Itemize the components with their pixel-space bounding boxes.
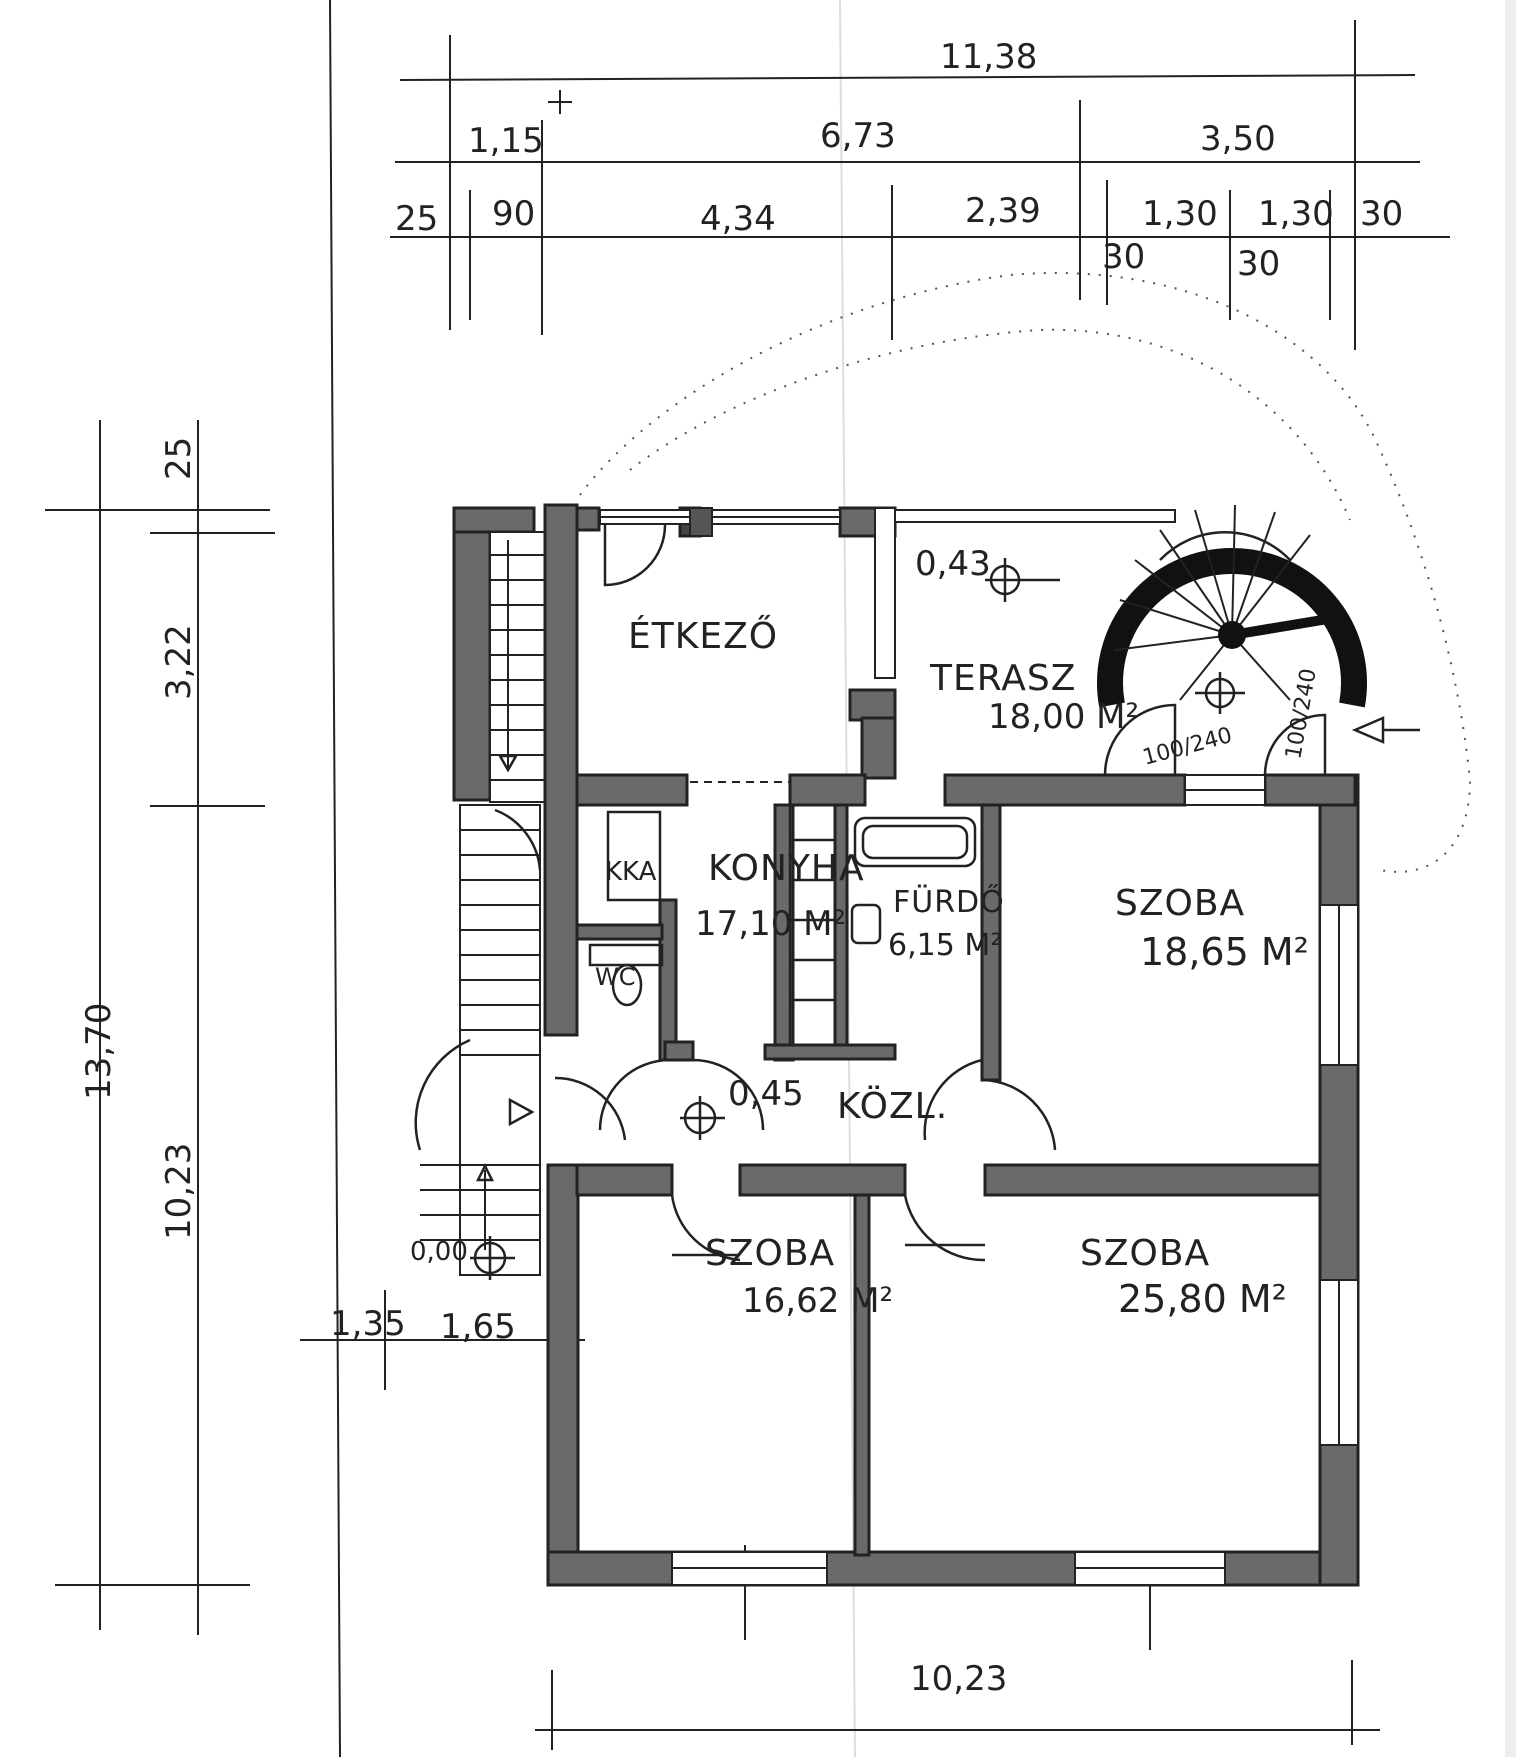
dim-sub-1: 30	[1102, 237, 1145, 277]
level-corridor: 0,45	[728, 1074, 804, 1114]
door-note-2: 100/240	[1281, 667, 1321, 761]
level-entrance: 0,00	[410, 1237, 468, 1267]
windows	[599, 507, 1359, 1586]
dim-seg-3: 4,34	[700, 199, 776, 239]
room-name-sw: SZOBA	[705, 1233, 835, 1274]
room-area-bathroom: 6,15 M²	[888, 928, 1002, 963]
dim-left-2: 3,22	[159, 624, 199, 700]
dim-lower-left-1: 1,35	[330, 1304, 406, 1344]
dim-seg-5: 1,30	[1142, 194, 1218, 234]
entry-arrow-icon	[1351, 716, 1420, 744]
dim-lower-left-2: 1,65	[440, 1307, 516, 1347]
dim-width-1: 1,15	[468, 121, 544, 161]
level-mark-corridor	[680, 1096, 725, 1140]
room-area-ne: 18,65 M²	[1140, 930, 1309, 974]
dim-total-depth: 13,70	[79, 1003, 119, 1100]
level-terrace: 0,43	[915, 544, 991, 584]
room-area-se: 25,80 M²	[1118, 1277, 1287, 1321]
stair-left	[414, 506, 551, 1276]
level-mark-entrance	[470, 1236, 515, 1280]
dim-width-2: 6,73	[820, 116, 896, 156]
doors	[554, 524, 1327, 1262]
dim-total-width: 11,38	[940, 37, 1037, 77]
spiral-staircase	[1097, 504, 1367, 708]
left-dimension-chain	[45, 420, 585, 1635]
room-name-wc: WC	[595, 963, 636, 991]
room-name-se: SZOBA	[1080, 1233, 1210, 1274]
room-name-ne: SZOBA	[1115, 883, 1245, 924]
room-name-bathroom: FÜRDŐ	[893, 883, 1005, 920]
top-dimension-chain	[390, 20, 1450, 350]
dim-left-1: 25	[159, 437, 199, 480]
dim-seg-7: 30	[1360, 194, 1403, 234]
dim-seg-4: 2,39	[965, 191, 1041, 231]
dim-bottom-width: 10,23	[910, 1659, 1007, 1699]
bathroom-fixtures	[588, 803, 977, 1047]
room-name-dining: ÉTKEZŐ	[628, 615, 778, 657]
dim-seg-2: 90	[492, 194, 535, 234]
dim-left-3: 10,23	[159, 1143, 199, 1240]
dim-sub-2: 30	[1237, 244, 1280, 284]
room-area-terrace: 18,00 M²	[988, 697, 1139, 737]
room-name-pantry: KKA	[605, 857, 657, 887]
room-name-kitchen: KONYHA	[708, 848, 865, 889]
room-name-hall: KÖZL.	[837, 1085, 948, 1127]
door-note-1: 100/240	[1140, 723, 1235, 771]
room-area-kitchen: 17,10 M²	[695, 904, 846, 944]
level-mark-terrace	[985, 558, 1060, 602]
dim-width-3: 3,50	[1200, 119, 1276, 159]
dim-seg-1: 25	[395, 199, 438, 239]
room-name-terrace: TERASZ	[929, 658, 1076, 699]
level-mark-stair-landing	[1195, 672, 1245, 714]
terrace-outline-inner	[629, 328, 1351, 521]
dim-seg-6: 1,30	[1258, 194, 1334, 234]
room-area-sw: 16,62 M²	[742, 1281, 893, 1321]
